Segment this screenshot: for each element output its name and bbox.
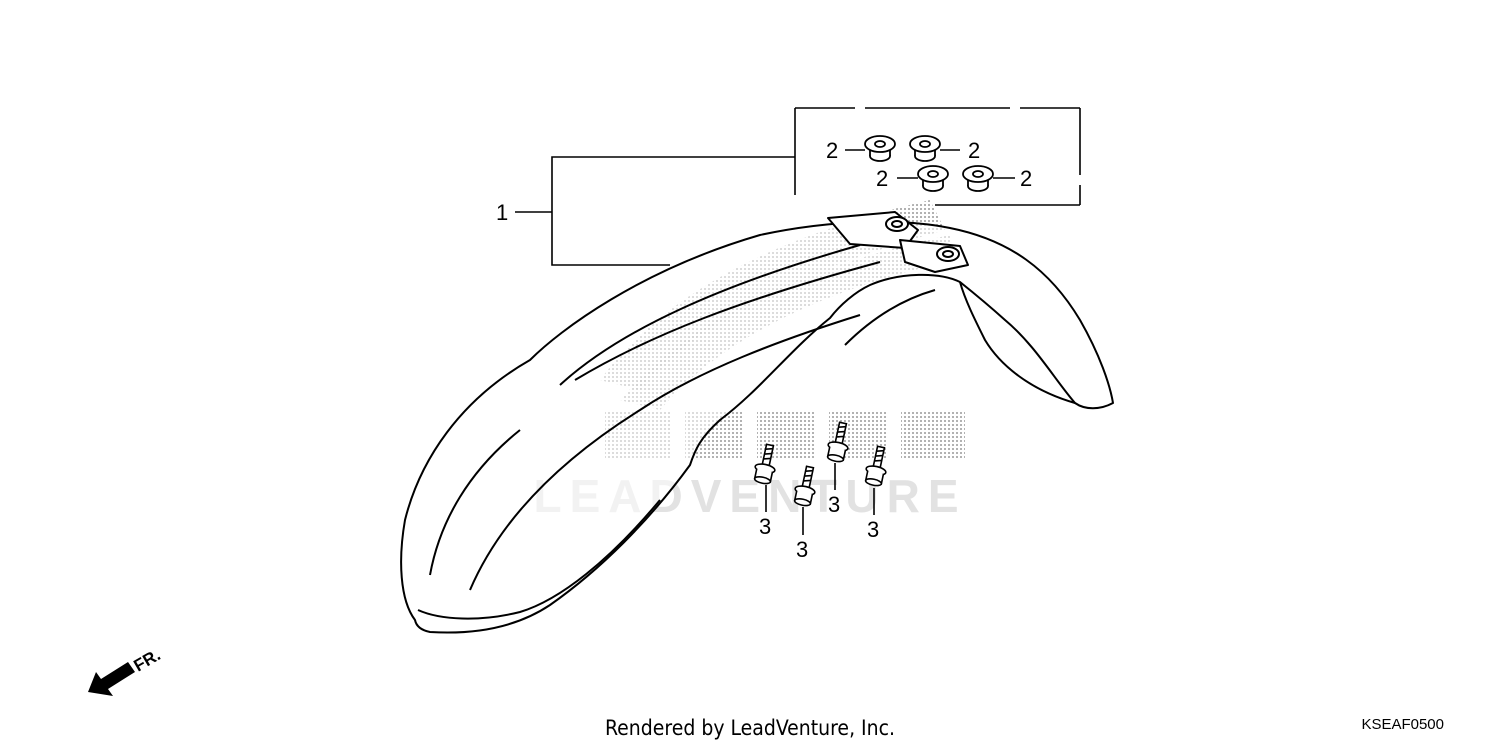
callout-3[interactable]: 3 [828,492,840,517]
bolt-icon [753,421,887,507]
direction-label: FR. [131,645,164,675]
callout-2[interactable]: 2 [968,138,980,163]
callout-2[interactable]: 2 [876,166,888,191]
callout-3[interactable]: 3 [796,537,808,562]
grommet-set-box [794,107,1081,206]
item-2-leaders [845,149,1015,179]
callout-3[interactable]: 3 [867,517,879,542]
credit-text: Rendered by LeadVenture, Inc. [605,716,895,740]
front-fender [400,211,1114,634]
item-1-leader [515,156,795,266]
item-3-leaders [765,463,875,535]
callout-2[interactable]: 2 [1020,166,1032,191]
diagram-code: KSEAF0500 [1361,716,1444,733]
front-arrow-icon: FR. [88,645,164,696]
grommet-icon [864,135,994,192]
callout-3[interactable]: 3 [759,514,771,539]
callout-2[interactable]: 2 [826,138,838,163]
callout-1[interactable]: 1 [496,200,508,225]
